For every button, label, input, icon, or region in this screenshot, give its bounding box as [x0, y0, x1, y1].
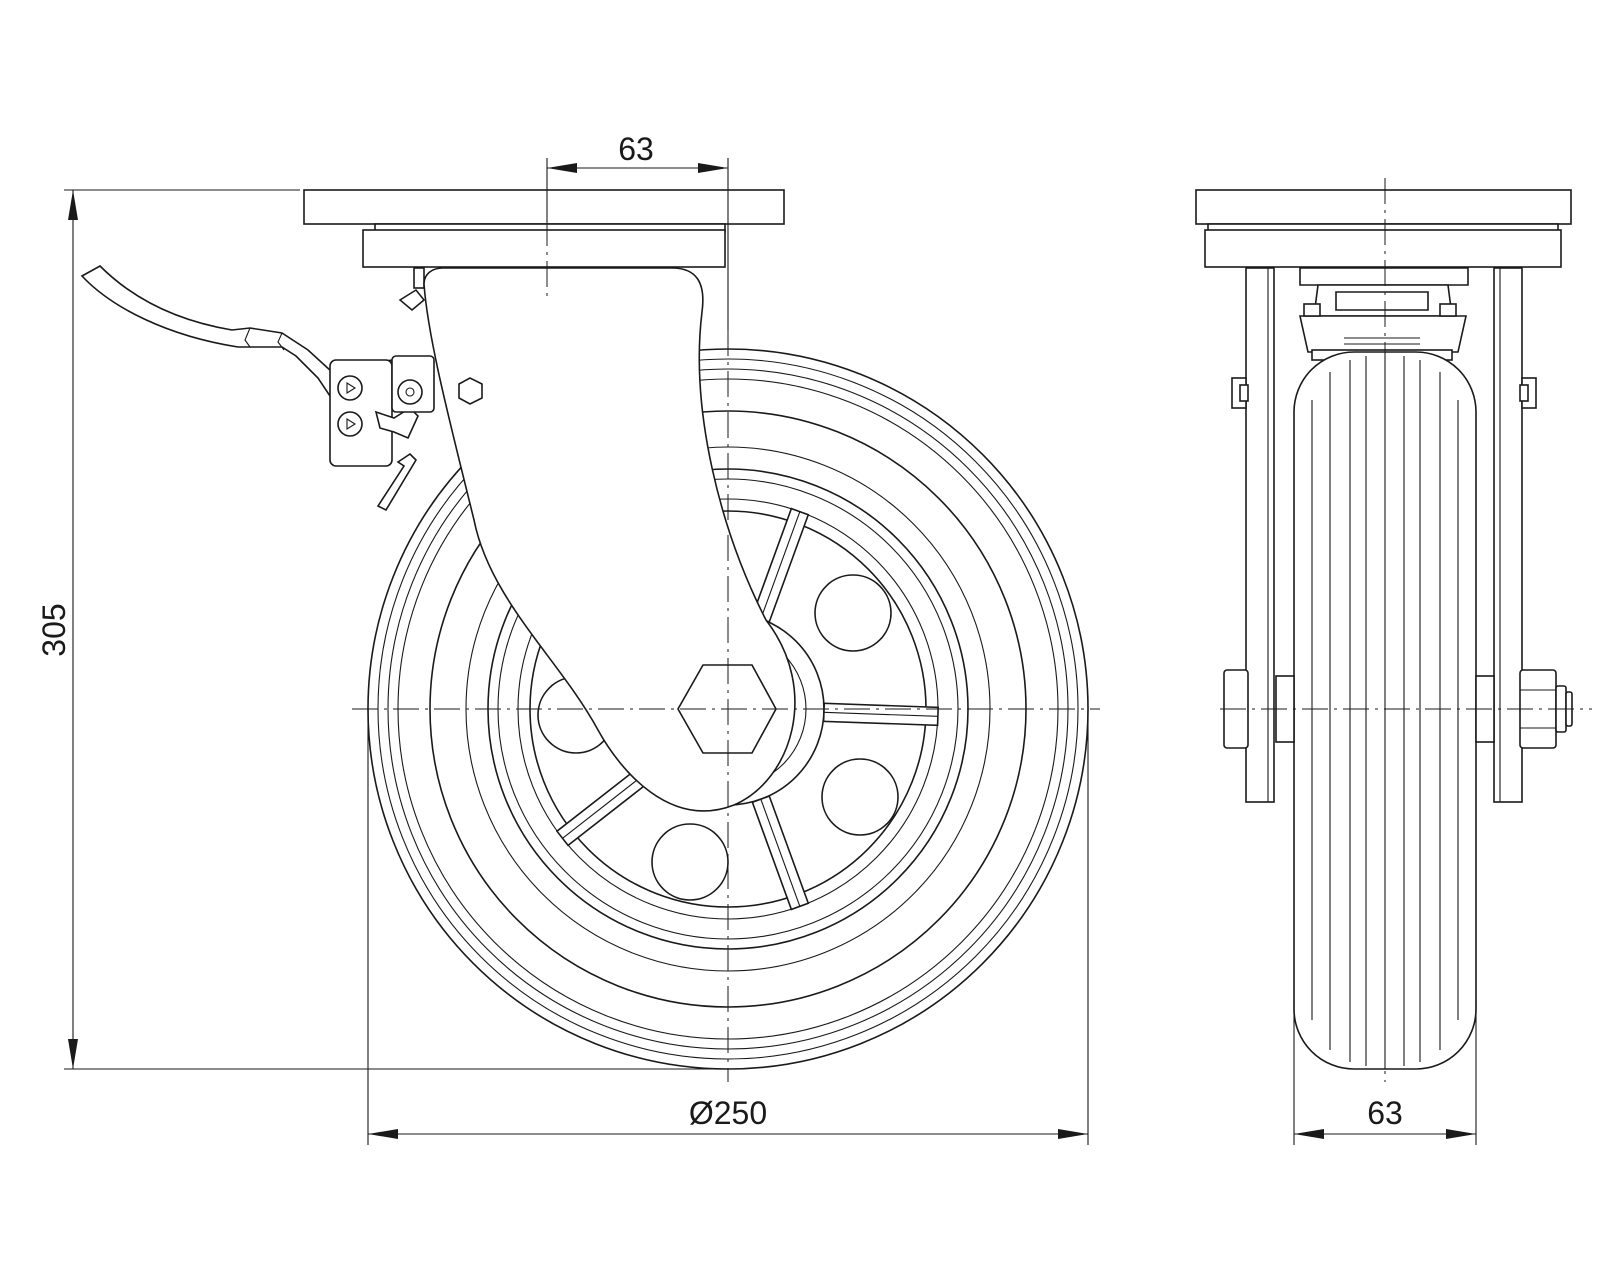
offset-label: 63 — [618, 131, 654, 167]
front-view-fork-legs — [1231, 267, 1537, 803]
brake-lever — [80, 265, 435, 512]
wheel-diameter-label: Ø250 — [689, 1095, 767, 1131]
dim-wheel-width: 63 — [1293, 1000, 1477, 1145]
dim-total-height: 305 — [36, 189, 728, 1070]
dim-offset: 63 — [546, 131, 729, 330]
front-view — [1195, 189, 1573, 1070]
side-view-swivel-head — [303, 189, 785, 268]
wheel-width-label: 63 — [1367, 1095, 1403, 1131]
kingpin-assembly — [1299, 267, 1469, 361]
center-lines — [352, 178, 1592, 1082]
dim-wheel-diameter: Ø250 — [367, 709, 1089, 1145]
total-height-label: 305 — [36, 603, 72, 656]
side-view — [80, 189, 1089, 1070]
dimensions: 305 Ø250 63 63 — [36, 131, 1477, 1145]
